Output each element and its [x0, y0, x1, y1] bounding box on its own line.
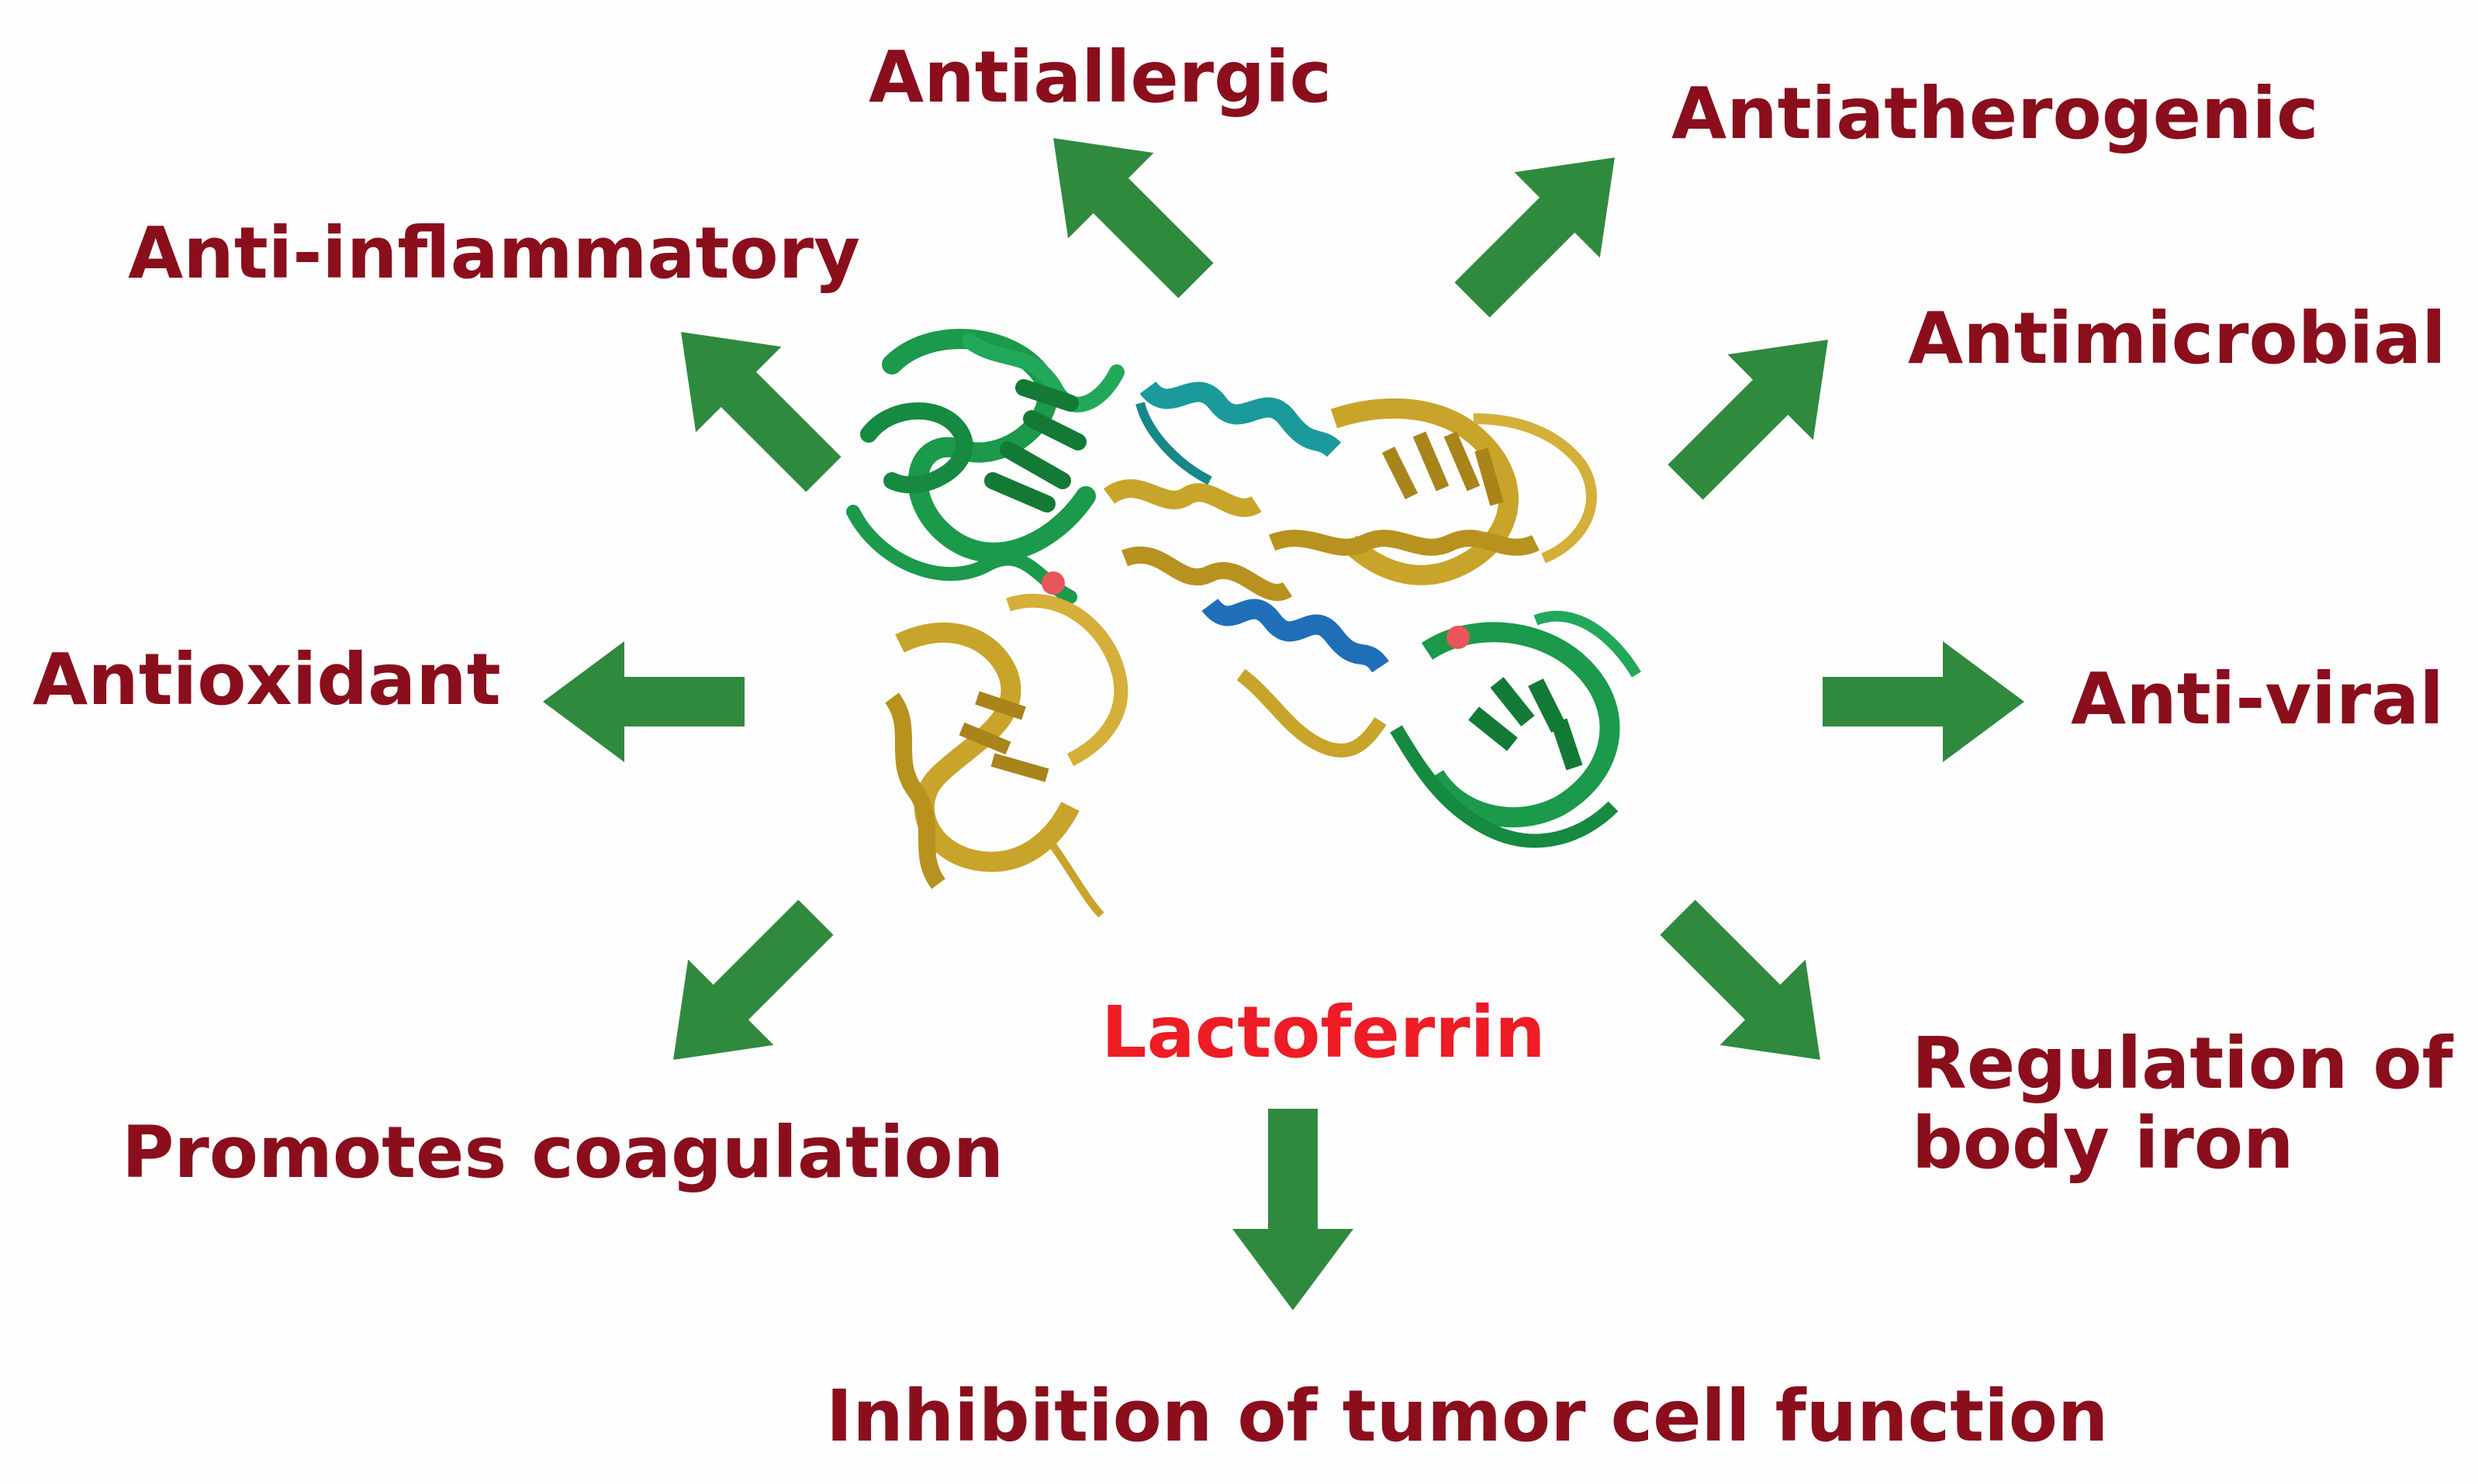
arrow-left-icon	[543, 641, 745, 762]
label-regulation-body-iron: Regulation of body iron	[1912, 1023, 2453, 1183]
arrow-up-left-icon	[1010, 95, 1239, 324]
label-antioxidant: Antioxidant	[33, 638, 501, 721]
label-anti-viral: Anti-viral	[2071, 657, 2444, 740]
green-domain-right	[1390, 610, 1642, 848]
gold-domain-right	[1268, 398, 1597, 585]
gold-domain-lower	[884, 593, 1128, 918]
label-anti-inflammatory: Anti-inflammatory	[128, 212, 861, 295]
arrow-lower-right-icon	[1634, 874, 1864, 1103]
label-inhibition-tumor: Inhibition of tumor cell function	[826, 1375, 2109, 1458]
arrow-lower-left-icon	[630, 874, 859, 1103]
label-antiatherogenic: Antiatherogenic	[1671, 72, 2319, 155]
arrow-upper-right-icon	[1642, 296, 1871, 526]
arrow-upper-left-icon	[638, 288, 867, 518]
label-lactoferrin: Lactoferrin	[1101, 991, 1546, 1074]
label-antiallergic: Antiallergic	[869, 36, 1332, 119]
iron-ion-right	[1446, 626, 1470, 649]
label-antimicrobial: Antimicrobial	[1908, 297, 2446, 380]
blue-helix	[1201, 598, 1389, 673]
teal-helix	[1135, 381, 1342, 485]
arrow-right-icon	[1823, 641, 2024, 762]
label-promotes-coagulation: Promotes coagulation	[122, 1111, 1004, 1194]
iron-ion-left	[1042, 571, 1065, 595]
gold-center	[1103, 479, 1387, 758]
label-regulation-line1: Regulation of	[1912, 1022, 2453, 1105]
arrow-down-icon	[1232, 1109, 1353, 1310]
arrow-up-right-icon	[1429, 114, 1658, 343]
green-domain-left	[846, 329, 1125, 604]
protein-structure-icon	[846, 329, 1642, 918]
label-regulation-line2: body iron	[1912, 1102, 2294, 1185]
